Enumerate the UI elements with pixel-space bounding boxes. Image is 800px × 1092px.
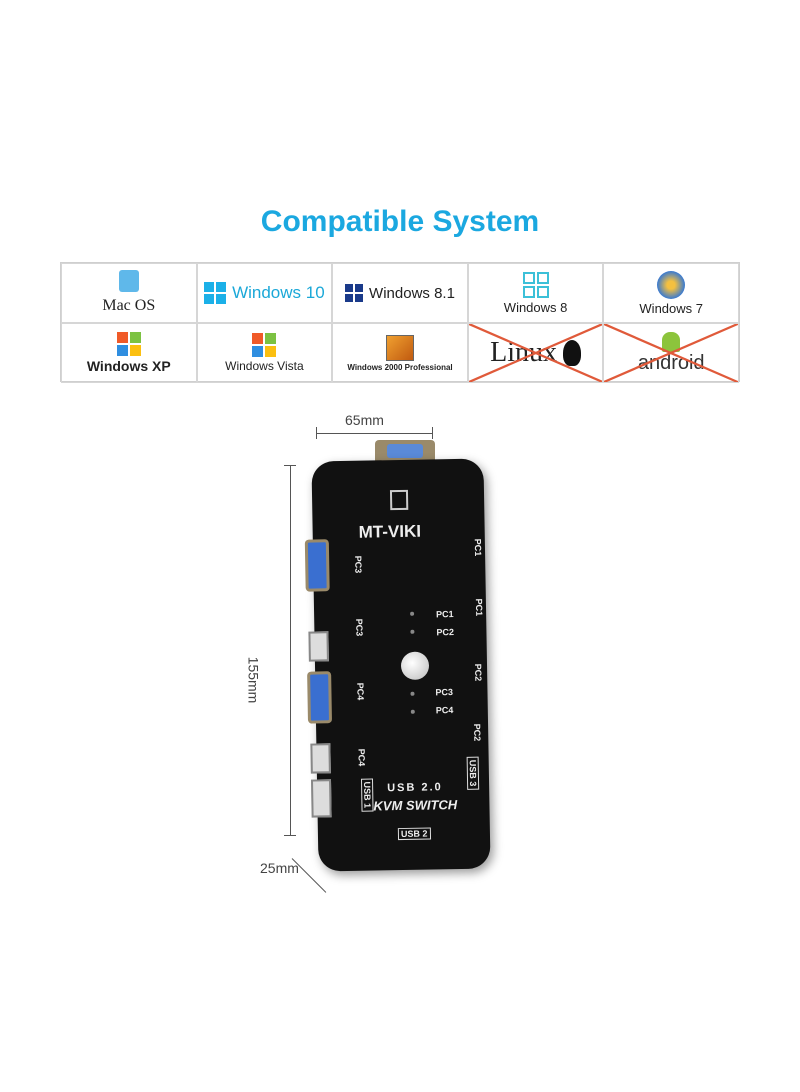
- system-android-unsupported: android: [603, 323, 739, 383]
- height-dimension-line: [290, 465, 291, 835]
- unsupported-cross-icon: [468, 324, 603, 382]
- system-windows-7: Windows 7: [603, 263, 739, 323]
- brand-label: MT-VIKI: [358, 521, 422, 542]
- port-label: PC3: [353, 555, 364, 574]
- usb-label: USB 3: [466, 756, 480, 790]
- port-label: PC2: [472, 663, 484, 682]
- usb-a-port: [310, 779, 332, 818]
- compatibility-grid: Mac OS Windows 10 Windows 8.1 Windows 8 …: [60, 262, 740, 383]
- width-dimension-label: 65mm: [345, 412, 384, 428]
- usb-b-port-pc3: [308, 631, 329, 662]
- switch-button[interactable]: [400, 651, 430, 680]
- system-linux-unsupported: Linux: [467, 323, 604, 383]
- width-dimension-line: [316, 433, 432, 434]
- led-label: PC2: [436, 627, 455, 638]
- system-windows-81: Windows 8.1: [332, 263, 468, 323]
- system-windows-10: Windows 10: [196, 263, 333, 323]
- compatible-system-title: Compatible System: [260, 205, 540, 238]
- usb-label: USB 2: [397, 827, 431, 841]
- port-label: PC3: [354, 618, 365, 637]
- monitor-icon: [389, 489, 409, 511]
- led-indicator: [410, 611, 415, 616]
- depth-dimension-label: 25mm: [260, 860, 299, 876]
- kvm-switch-device: MT-VIKI PC3 PC3 PC4 PC4 PC1 PC1 PC2 PC2 …: [304, 458, 491, 872]
- system-windows-vista: Windows Vista: [196, 323, 333, 383]
- product-line-label: USB 2.0: [387, 781, 443, 795]
- linux-tux-icon: [563, 340, 582, 366]
- windows-81-icon: [345, 284, 364, 302]
- port-label: PC1: [472, 538, 484, 557]
- windows-2000-icon: [385, 334, 414, 361]
- led-label: PC1: [436, 609, 454, 620]
- usb-label: USB 1: [360, 778, 374, 812]
- led-label: PC4: [435, 705, 454, 716]
- led-indicator: [410, 691, 415, 696]
- port-label: PC4: [355, 682, 366, 701]
- unsupported-cross-icon: [604, 324, 738, 382]
- led-indicator: [410, 629, 415, 634]
- usb-b-port-pc4: [310, 743, 331, 774]
- height-dimension-label: 155mm: [245, 656, 262, 704]
- width-dimension-tick: [316, 427, 317, 439]
- height-dimension-tick: [284, 465, 296, 466]
- android-icon: [662, 331, 681, 352]
- system-windows-xp: Windows XP: [61, 323, 197, 383]
- product-line-label: KVM SWITCH: [373, 797, 458, 814]
- system-mac-os: Mac OS: [61, 263, 197, 323]
- led-indicator: [410, 709, 415, 714]
- led-label: PC3: [435, 687, 454, 698]
- port-label: PC2: [472, 723, 483, 742]
- windows-xp-icon: [116, 332, 141, 356]
- port-label: PC4: [356, 748, 367, 767]
- system-windows-8: Windows 8: [467, 263, 604, 323]
- height-dimension-tick: [284, 835, 296, 836]
- windows-8-icon: [522, 271, 549, 298]
- windows-vista-icon: [252, 333, 277, 357]
- system-windows-2000: Windows 2000 Professional: [332, 323, 468, 383]
- windows-7-icon: [657, 270, 686, 299]
- port-label: PC1: [473, 598, 485, 617]
- windows-10-icon: [204, 282, 227, 304]
- vga-port-pc3: [304, 539, 330, 592]
- mac-finder-icon: [118, 270, 139, 292]
- width-dimension-tick: [432, 427, 433, 439]
- vga-port-pc4: [307, 671, 333, 724]
